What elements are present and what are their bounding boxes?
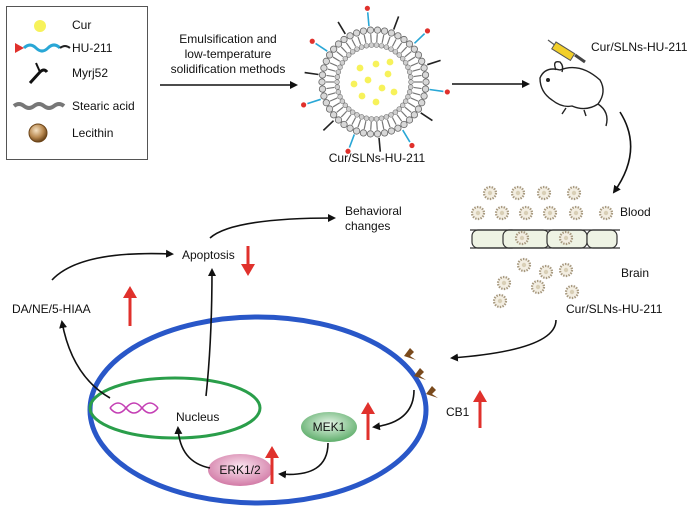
mouse-icon <box>539 60 608 127</box>
legend-box <box>6 6 148 160</box>
sln-particle-icon <box>518 205 534 221</box>
nanoparticle <box>301 5 450 154</box>
brain-to-receptor-arrow <box>450 319 557 362</box>
mouse-to-blood-arrow <box>612 111 632 194</box>
legend-label-hu211: HU-211 <box>72 41 113 55</box>
behavior-line-2: changes <box>345 219 391 233</box>
sln-particle-icon <box>496 275 512 291</box>
sln-particle-icon <box>536 185 552 201</box>
up-arrow-icon <box>361 402 375 440</box>
apoptosis-label: Apoptosis <box>182 248 235 262</box>
endothelium-barrier <box>470 229 620 249</box>
neurotransmitter-to-apoptosis-arrow <box>51 249 174 281</box>
apoptosis-to-behavior-arrow <box>209 214 336 239</box>
sln-particle-icon <box>482 185 498 201</box>
legend-label-cur: Cur <box>72 18 92 32</box>
cb1-receptor-icon <box>404 348 438 398</box>
dna-helix-icon <box>109 402 159 414</box>
nanoparticle-label: Cur/SLNs-HU-211 <box>328 151 426 165</box>
blood-label: Blood <box>620 205 651 219</box>
mek-to-erk-arrow <box>278 442 329 479</box>
up-arrow-icon <box>473 390 487 428</box>
behavior-line-1: Behavioral <box>345 204 402 218</box>
up-arrow-icon <box>123 286 137 326</box>
neurotransmitter-label: DA/NE/5-HIAA <box>12 302 91 316</box>
erk-label: ERK1/2 <box>219 463 261 477</box>
hu211-strand-icon <box>15 43 71 53</box>
method-line-1: Emulsification and <box>179 32 277 46</box>
sln-particle-icon <box>492 293 508 309</box>
erk-to-nucleus-arrow <box>174 426 211 469</box>
legend-label-stearic-acid: Stearic acid <box>72 99 135 113</box>
myrj52-strand-icon <box>28 62 49 85</box>
sln-particle-icon <box>514 230 530 246</box>
sln-particle-icon <box>538 264 554 280</box>
legend-label-lecithin: Lecithin <box>72 126 114 140</box>
mek1-label: MEK1 <box>312 420 346 434</box>
brain-particles-label: Cur/SLNs-HU-211 <box>566 302 663 316</box>
legend-label-myrj52: Myrj52 <box>72 66 109 80</box>
sln-particle-icon <box>510 185 526 201</box>
brain-label: Brain <box>621 266 650 280</box>
legend-icons <box>12 20 71 143</box>
lecithin-sphere-icon <box>28 123 48 143</box>
erk-node <box>208 454 272 486</box>
method-line-3: solidification methods <box>170 62 286 76</box>
nucleus-to-neurotransmitter-arrow <box>59 320 111 399</box>
stearic-acid-icon <box>12 102 66 110</box>
sln-particle-icon <box>564 284 580 300</box>
nucleus-to-apoptosis-arrow <box>205 268 216 397</box>
sln-particle-icon <box>530 279 546 295</box>
sln-particle-icon <box>542 205 558 221</box>
sln-particle-icon <box>598 205 614 221</box>
red-indicators <box>123 246 487 484</box>
sln-particle-icon <box>558 230 574 246</box>
receptor-to-mek-arrow <box>372 389 415 431</box>
sln-particle-icon <box>566 185 582 201</box>
mek1-node <box>301 412 357 442</box>
sln-particle-icon <box>470 205 486 221</box>
down-arrow-icon <box>241 246 255 276</box>
nucleus-label: Nucleus <box>176 410 220 424</box>
yellow-dot-icon <box>34 20 46 32</box>
cb1-label: CB1 <box>446 405 470 419</box>
injection-label: Cur/SLNs-HU-211 <box>591 40 688 54</box>
nucleus-envelope <box>88 376 262 440</box>
sln-particle-icon <box>494 205 510 221</box>
sln-particle-icon <box>516 257 532 273</box>
up-arrow-icon <box>265 446 279 484</box>
syringe-icon <box>547 39 586 64</box>
sln-particle-icon <box>568 205 584 221</box>
method-line-2: low-temperature <box>184 47 272 61</box>
sln-particle-icon <box>558 262 574 278</box>
